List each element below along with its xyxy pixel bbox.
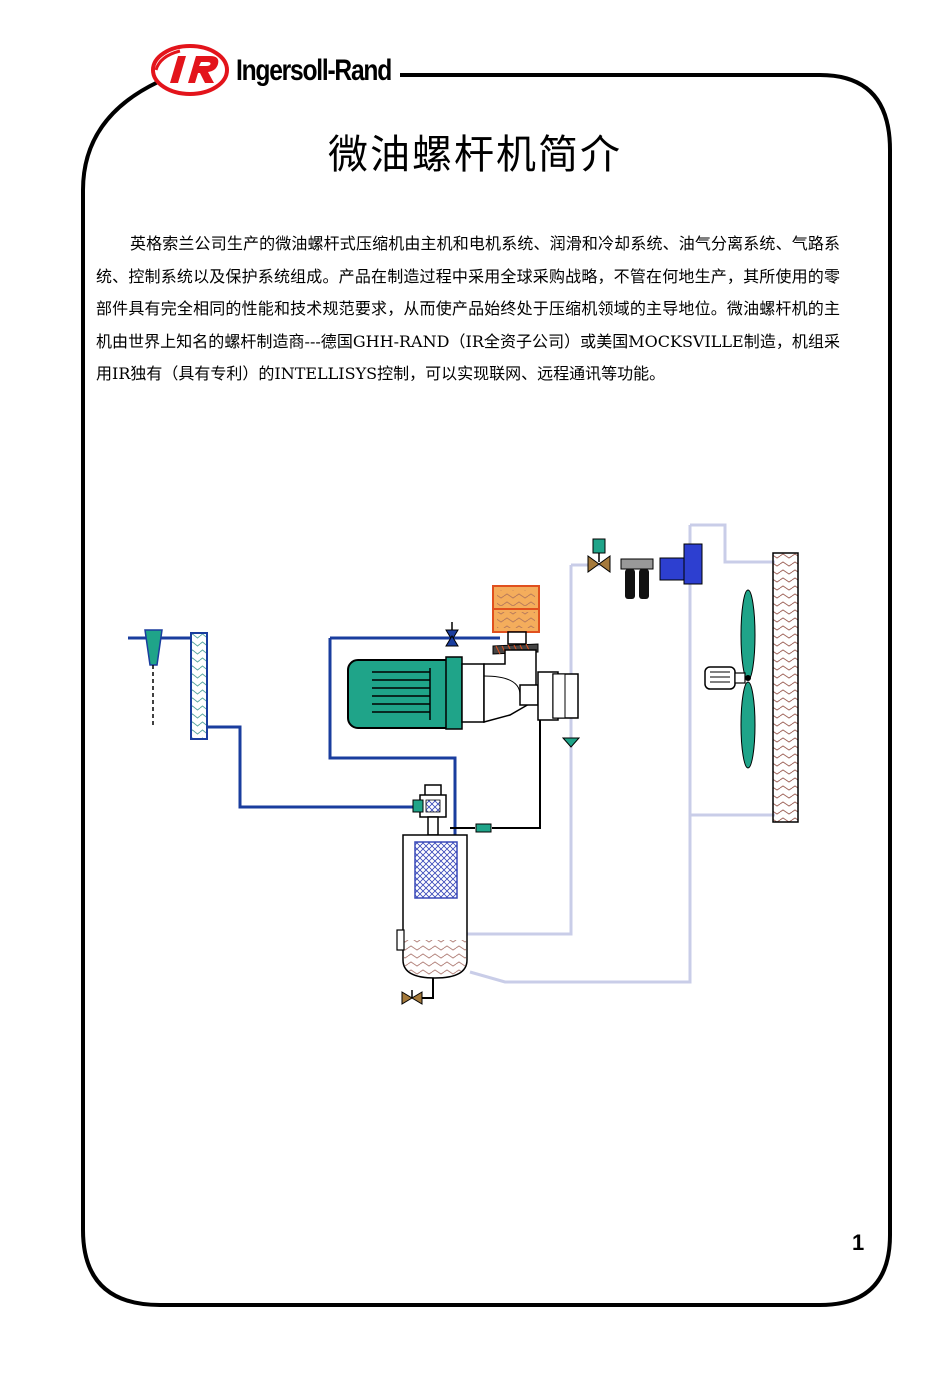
precooler [190,632,208,740]
check-valve-icon [445,622,459,647]
after-cooler [772,552,799,823]
cooling-fan-icon [704,589,756,769]
oil-separator-tank [396,834,468,979]
drain-valve-icon [561,737,581,748]
logo-wordmark: Ingersoll-Rand [236,54,392,87]
intro-paragraph: 英格索兰公司生产的微油螺杆式压缩机由主机和电机系统、润滑和冷却系统、油气分离系统… [96,234,840,383]
air-lines [128,636,500,838]
drain-valve-bottom-icon [401,990,423,1005]
refrigerated-dryer [659,543,703,585]
compressor-system-diagram [128,523,799,1005]
minimum-pressure-valve [412,784,447,836]
solenoid-valve-icon [587,538,611,573]
inlet-filter [144,629,163,725]
line-filters [620,558,654,599]
page-number: 1 [852,1230,865,1255]
page-title: 微油螺杆机简介 [328,132,622,178]
air-filter [492,585,540,655]
ir-emblem-icon [151,44,229,96]
oil-lines [422,720,541,999]
motor-and-airend [347,649,579,730]
ingersoll-rand-logo: Ingersoll-Rand [150,42,570,98]
oil-filter [475,823,492,833]
